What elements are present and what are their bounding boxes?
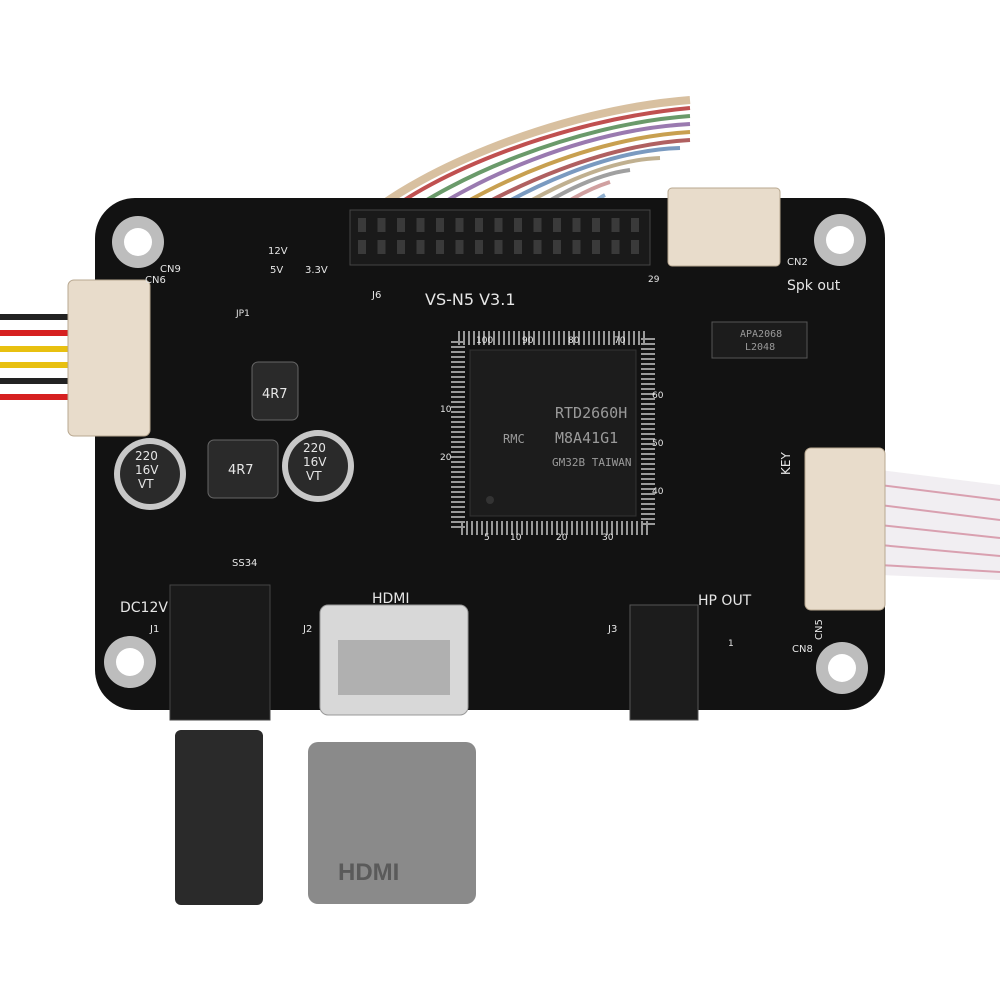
- amp-chip-line-2: L2048: [745, 342, 775, 353]
- header-pin: [572, 218, 581, 232]
- cap-left-line-3: VT: [138, 477, 154, 491]
- header-pin: [494, 218, 503, 232]
- tick-left-20: 20: [440, 453, 452, 463]
- amp-chip-line-1: APA2068: [740, 329, 782, 340]
- header-pin: [533, 240, 542, 254]
- spk-out-label: Spk out: [787, 278, 841, 294]
- header-pin: [377, 218, 386, 232]
- j1-label: J1: [149, 624, 159, 635]
- v5-label: 5V: [270, 265, 283, 276]
- cap-left-line-2: 16V: [135, 463, 159, 477]
- tick-40: 40: [652, 487, 664, 497]
- cn6-label: CN6: [145, 275, 166, 286]
- dc12v-label: DC12V: [120, 600, 168, 616]
- header-pin: [494, 240, 503, 254]
- header-pin: [397, 240, 405, 254]
- header-pin: [416, 218, 425, 232]
- header-pin: [611, 240, 620, 254]
- tick-60: 60: [652, 391, 664, 401]
- mounting-holes: [104, 214, 868, 694]
- hdmi-label: HDMI: [372, 591, 410, 607]
- header-pin: [397, 218, 405, 232]
- v12-label: 12V: [268, 246, 288, 257]
- header-pin: [631, 218, 639, 232]
- pin-29-label: 29: [648, 275, 660, 285]
- header-pin: [592, 240, 600, 254]
- header-pin: [377, 240, 386, 254]
- cap-left-line-1: 220: [135, 449, 158, 463]
- board-model-label: VS-N5 V3.1: [425, 290, 516, 309]
- pin-header-j6: [349, 209, 651, 266]
- header-pin: [631, 240, 639, 254]
- v33-label: 3.3V: [305, 265, 328, 276]
- inductor-bottom-label: 4R7: [228, 463, 254, 478]
- inductor-bottom: [207, 439, 279, 499]
- header-pin: [533, 218, 542, 232]
- cn8-label: CN8: [792, 644, 813, 655]
- header-pin: [358, 218, 366, 232]
- header-pin: [416, 240, 425, 254]
- chip-pin-ticks: 100 90 80 70 60 50 40 5 10 20 30 10 20: [440, 336, 664, 543]
- key-label: KEY: [779, 452, 793, 475]
- header-pin: [572, 240, 581, 254]
- header-pin: [514, 218, 522, 232]
- j2-label: J2: [302, 624, 312, 635]
- inductor-top-label: 4R7: [262, 387, 288, 402]
- chip-line-3: GM32B TAIWAN: [552, 456, 631, 469]
- rmc-logo: RMC: [503, 432, 525, 446]
- header-pin: [553, 218, 561, 232]
- header-pin: [455, 218, 464, 232]
- header-pin: [592, 218, 600, 232]
- cap-right-line-3: VT: [306, 469, 322, 483]
- hp-out-jack: [629, 604, 699, 721]
- tick-5: 5: [484, 533, 490, 543]
- hp-out-label: HP OUT: [698, 593, 752, 609]
- dc-jack: [169, 584, 271, 905]
- connector-cn5: [804, 447, 886, 611]
- cn9-label: CN9: [160, 264, 181, 275]
- header-pin: [553, 240, 561, 254]
- tick-left-10: 10: [440, 405, 452, 415]
- pin-1-label: 1: [728, 639, 734, 649]
- capacitor-left: [114, 438, 186, 510]
- cap-right-line-1: 220: [303, 441, 326, 455]
- tick-90: 90: [522, 336, 534, 346]
- chip-line-2: M8A41G1: [555, 429, 618, 447]
- header-pin: [475, 218, 483, 232]
- header-pin: [436, 218, 444, 232]
- capacitor-right: [282, 430, 354, 502]
- tick-80: 80: [568, 336, 580, 346]
- hdmi-cable-logo: HDMI: [338, 859, 399, 886]
- tick-100: 100: [476, 336, 493, 346]
- hdmi-cable: [308, 742, 476, 904]
- header-pin: [455, 240, 464, 254]
- cn2-label: CN2: [787, 257, 808, 268]
- cap-right-line-2: 16V: [303, 455, 327, 469]
- connector-cn6: [67, 279, 151, 437]
- tick-20: 20: [556, 533, 568, 543]
- jp1-label: JP1: [235, 309, 250, 319]
- j3-label: J3: [607, 624, 617, 635]
- tick-70: 70: [614, 336, 626, 346]
- inductor-top: [251, 361, 299, 421]
- header-pin: [436, 240, 444, 254]
- header-pin: [514, 240, 522, 254]
- right-ribbon: [879, 470, 1000, 580]
- chip-line-1: RTD2660H: [555, 404, 627, 422]
- amp-chip: [711, 321, 808, 359]
- diode-label: SS34: [232, 558, 257, 569]
- tick-50: 50: [652, 439, 664, 449]
- hdmi-port: [319, 604, 469, 716]
- header-pin: [358, 240, 366, 254]
- tick-30: 30: [602, 533, 614, 543]
- tick-10: 10: [510, 533, 522, 543]
- cn5-label: CN5: [814, 619, 825, 640]
- header-pin: [611, 218, 620, 232]
- left-wires: [0, 314, 75, 400]
- j6-label: J6: [371, 290, 381, 301]
- speaker-connector-cn2: [667, 187, 781, 267]
- main-chip: [451, 331, 655, 535]
- header-pin: [475, 240, 483, 254]
